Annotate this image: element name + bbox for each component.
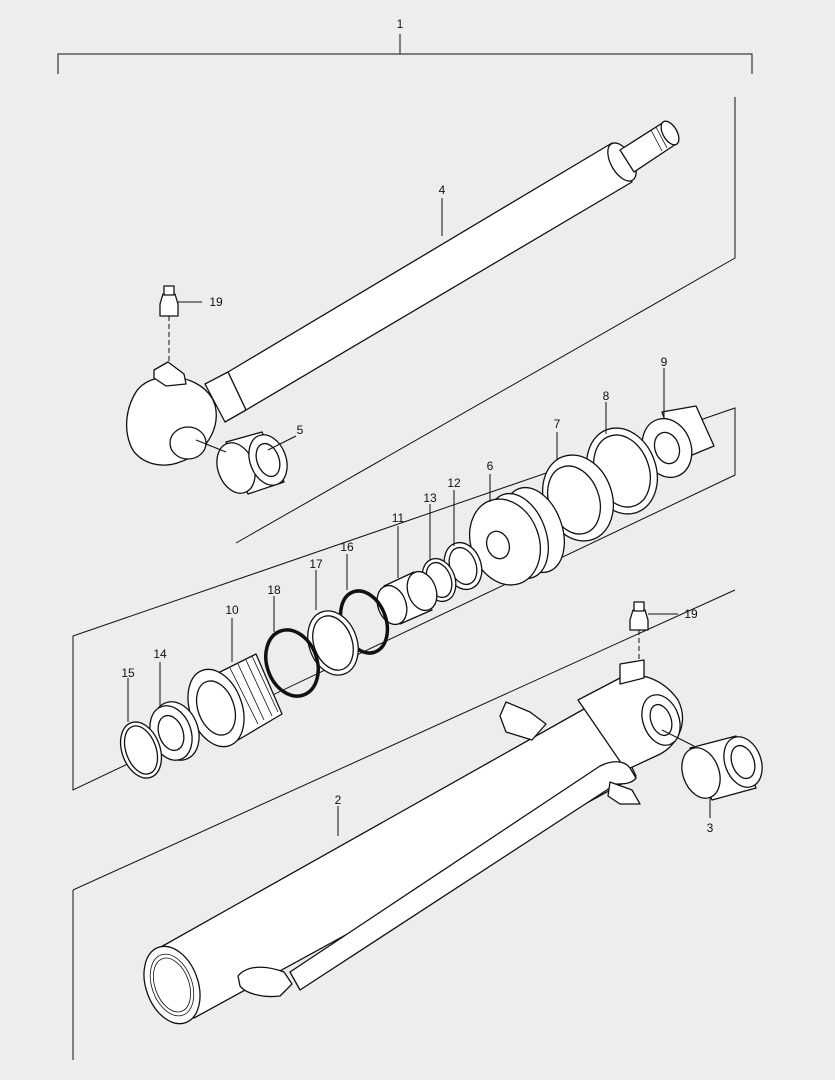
- piston-rod: [125, 120, 680, 466]
- callout-12: 12: [447, 476, 461, 490]
- grease-fitting-rod: [159, 285, 179, 362]
- piston: [469, 486, 565, 586]
- backup-ring-17: [307, 610, 359, 676]
- snap-ring: [119, 721, 163, 779]
- callout-6: 6: [487, 459, 494, 473]
- callout-4: 4: [439, 183, 446, 197]
- backup-ring-12: [443, 541, 483, 591]
- seal-group-frame: [72, 407, 736, 791]
- callout-16: 16: [340, 540, 354, 554]
- assembly-bracket: [57, 34, 753, 74]
- rod-group-frame: [235, 97, 736, 544]
- grease-fitting-tube: [629, 601, 649, 660]
- tube-group-frame: [72, 589, 736, 1060]
- callout-17: 17: [309, 557, 323, 571]
- callout-8: 8: [603, 389, 610, 403]
- bushing-tube: [661, 729, 763, 801]
- callout-5: 5: [297, 423, 304, 437]
- bushing-rod: [195, 431, 288, 495]
- rod-cover: [187, 653, 283, 748]
- callout-19-tube: 19: [684, 607, 698, 621]
- callout-7: 7: [554, 417, 561, 431]
- o-ring-18: [264, 628, 320, 698]
- callout-18: 18: [267, 583, 281, 597]
- callout-9: 9: [661, 355, 668, 369]
- cylinder-tube: [143, 659, 684, 1025]
- callout-13: 13: [423, 491, 437, 505]
- leader-lines: [127, 198, 711, 836]
- callout-1: 1: [397, 17, 404, 31]
- callout-14: 14: [153, 647, 167, 661]
- bushing-11: [376, 570, 438, 626]
- callout-19-rod: 19: [209, 295, 223, 309]
- callout-2: 2: [335, 793, 342, 807]
- callout-10: 10: [225, 603, 239, 617]
- callout-3: 3: [707, 821, 714, 835]
- callout-labels: 1 2 3 4 5 6 7 8 9 10 11 12 13 14 15 16 1…: [121, 17, 713, 835]
- callout-11: 11: [392, 511, 405, 525]
- callout-15: 15: [121, 666, 135, 680]
